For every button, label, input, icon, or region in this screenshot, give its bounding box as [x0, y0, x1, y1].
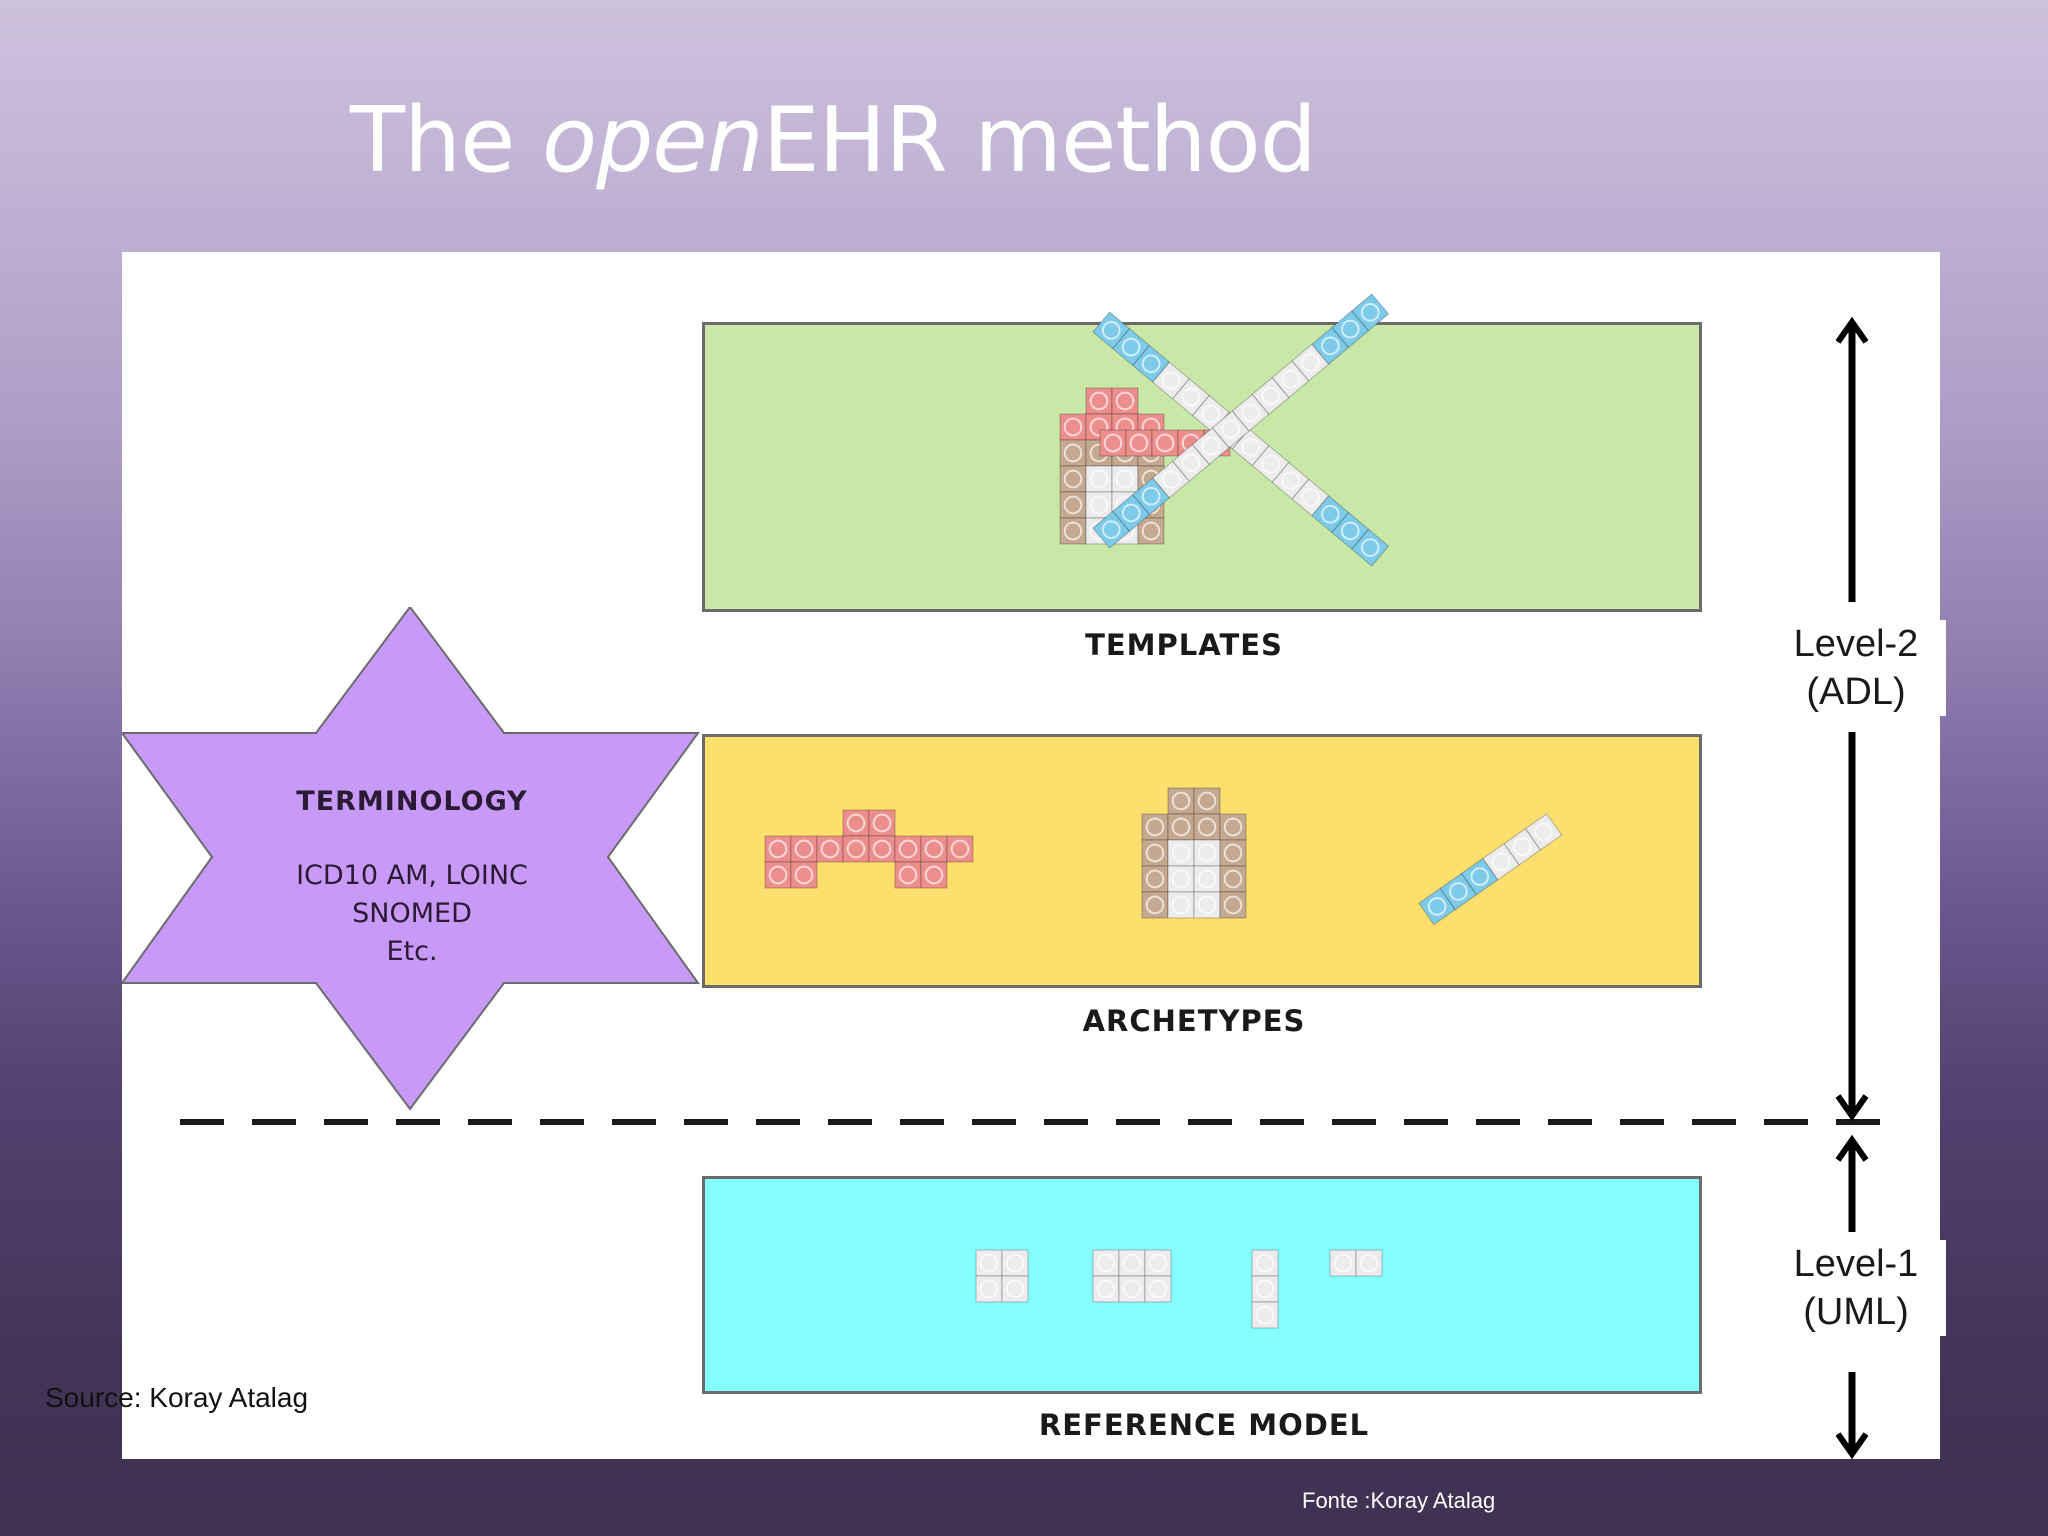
reference-model-white-bricks — [975, 1249, 1383, 1329]
archetype-pink-bricks — [764, 809, 974, 889]
lego-bricks-illustration — [764, 293, 1563, 1329]
level1-arrow-up-icon — [1835, 1134, 1869, 1232]
source-credit: Source: Koray Atalag — [45, 1382, 309, 1413]
terminology-star — [122, 607, 700, 1111]
templates-label: TEMPLATES — [1085, 628, 1283, 662]
diagram-panel: TERMINOLOGY ICD10 AM, LOINC SNOMED Etc. … — [122, 252, 1946, 1460]
level2-label: Level-2 (ADL) — [1766, 620, 1946, 716]
level1-language: (UML) — [1803, 1291, 1909, 1333]
slide-title: The openEHR method — [350, 88, 1317, 193]
level-arrows — [1835, 316, 1869, 1460]
terminology-line-1: ICD10 AM, LOINC — [296, 860, 528, 891]
terminology-line-3: Etc. — [386, 936, 438, 967]
title-suffix: EHR method — [762, 88, 1317, 193]
level2-arrow-up-icon — [1835, 316, 1869, 602]
archetype-house-bricks — [1141, 787, 1247, 919]
terminology-title: TERMINOLOGY — [296, 786, 528, 817]
windmill-blade-2 — [1092, 293, 1390, 549]
level2-name: Level-2 — [1793, 623, 1919, 665]
level2-language: (ADL) — [1806, 671, 1906, 713]
level2-arrow-down-icon — [1835, 732, 1869, 1122]
archetypes-label: ARCHETYPES — [1082, 1004, 1306, 1038]
windmill-blade-1 — [1092, 311, 1390, 567]
level1-name: Level-1 — [1793, 1243, 1919, 1285]
archetype-blade-bricks — [1418, 813, 1563, 926]
terminology-line-2: SNOMED — [352, 898, 472, 929]
title-prefix: The — [350, 88, 542, 193]
fonte-credit: Fonte :Koray Atalag — [1302, 1488, 1496, 1513]
level1-arrow-down-icon — [1835, 1372, 1869, 1460]
reference-model-label: REFERENCE MODEL — [1038, 1408, 1370, 1442]
reference-model-box — [702, 1176, 1702, 1394]
level1-label: Level-1 (UML) — [1766, 1240, 1946, 1336]
level-divider-dashed-line — [180, 1119, 1880, 1125]
title-italic: open — [542, 88, 764, 193]
